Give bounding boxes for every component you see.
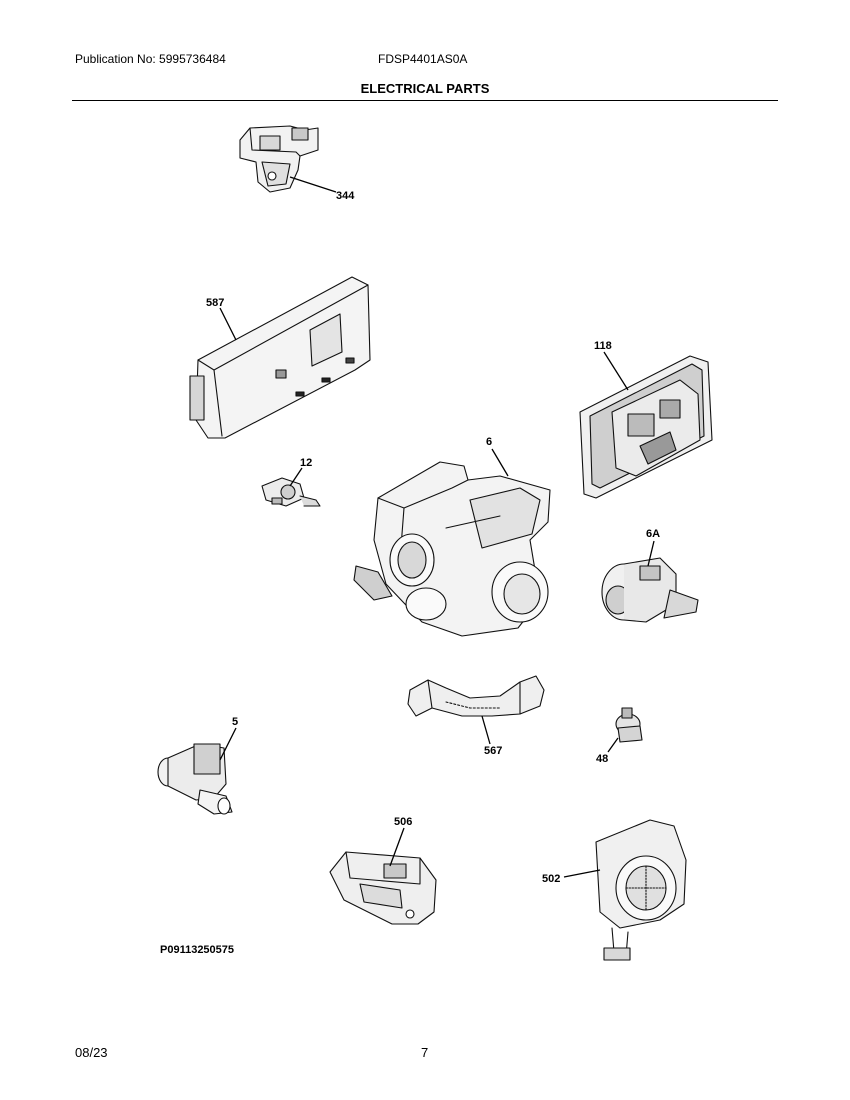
part-12-label: 12 xyxy=(300,457,312,469)
part-567-leader xyxy=(481,715,491,745)
part-587-label: 587 xyxy=(206,297,224,309)
part-502-illustration xyxy=(595,819,687,961)
part-118-leader xyxy=(603,351,629,391)
part-48-leader xyxy=(607,737,619,753)
part-118-label: 118 xyxy=(594,340,612,352)
part-6a-illustration xyxy=(601,557,699,623)
page-title: ELECTRICAL PARTS xyxy=(360,81,490,96)
part-344-leader xyxy=(289,176,337,193)
part-5-illustration xyxy=(157,743,233,815)
part-48-label: 48 xyxy=(596,753,608,765)
part-567-illustration xyxy=(407,675,545,717)
part-506-leader xyxy=(389,827,405,867)
part-12-leader xyxy=(289,467,303,487)
model-number: FDSP4401AS0A xyxy=(378,52,468,66)
part-506-illustration xyxy=(329,851,437,925)
part-567-label: 567 xyxy=(484,745,502,757)
part-506-label: 506 xyxy=(394,816,412,828)
part-5-leader xyxy=(219,727,237,761)
page-number: 7 xyxy=(421,1045,429,1060)
part-502-leader xyxy=(563,869,601,878)
header-divider xyxy=(72,100,778,101)
part-6-label: 6 xyxy=(486,436,492,448)
part-5-label: 5 xyxy=(232,716,238,728)
publication-number: Publication No: 5995736484 xyxy=(75,52,226,66)
part-118-illustration xyxy=(579,355,713,499)
part-12-illustration xyxy=(261,477,321,507)
part-502-label: 502 xyxy=(542,873,560,885)
part-6-illustration xyxy=(353,461,551,637)
part-344-illustration xyxy=(239,125,319,193)
diagram-code: P09113250575 xyxy=(160,944,235,956)
part-6-leader xyxy=(491,448,509,477)
part-48-illustration xyxy=(615,707,643,743)
part-6a-leader xyxy=(647,540,655,567)
part-344-label: 344 xyxy=(336,190,355,202)
part-6a-label: 6A xyxy=(646,528,660,540)
part-587-illustration xyxy=(189,276,371,439)
part-587-leader xyxy=(219,307,237,341)
footer-date: 08/23 xyxy=(75,1045,108,1060)
